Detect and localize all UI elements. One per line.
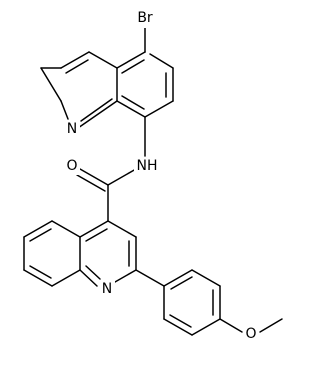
bond	[163, 318, 193, 336]
quinoline-nitrogen-top: N	[64, 120, 80, 138]
bond	[85, 265, 101, 280]
bond	[79, 168, 109, 186]
bond	[40, 67, 62, 102]
bond	[77, 100, 118, 129]
bond	[116, 51, 146, 69]
bond	[79, 269, 98, 287]
bond	[116, 100, 146, 118]
bond	[149, 53, 174, 69]
bond	[121, 59, 145, 74]
bond	[29, 265, 52, 279]
bond	[107, 168, 137, 186]
nitrogen-label: N	[102, 281, 112, 297]
bond	[163, 269, 193, 287]
bond	[88, 51, 118, 69]
oxygen-label: O	[245, 326, 256, 342]
bond	[169, 314, 192, 328]
atom-labels: Br N NH O N O	[64, 8, 259, 343]
bond	[191, 318, 221, 336]
quinoline-nitrogen-bottom: N	[99, 280, 115, 298]
bond	[29, 228, 52, 242]
bond	[76, 174, 106, 192]
bond	[219, 318, 243, 333]
nh-label: NH	[137, 158, 158, 174]
carbonyl-oxygen: O	[64, 157, 80, 175]
bond	[51, 220, 81, 238]
bromine-label: Br	[137, 10, 153, 26]
bond	[135, 269, 165, 287]
bond	[121, 95, 145, 110]
bond	[170, 276, 193, 290]
bond	[191, 269, 221, 287]
nitrogen-label: N	[67, 121, 77, 137]
bond	[65, 59, 89, 74]
bond	[23, 220, 53, 238]
bond	[60, 51, 90, 69]
amide-nitrogen: NH	[134, 157, 160, 175]
bond	[23, 269, 53, 287]
bond	[60, 100, 69, 120]
bond	[259, 318, 283, 333]
bond	[144, 100, 174, 118]
bond	[85, 228, 108, 242]
bond-lines	[23, 27, 283, 336]
bond	[79, 220, 109, 238]
methoxy-oxygen: O	[243, 325, 259, 343]
bromine-atom: Br	[133, 8, 157, 28]
bond	[80, 98, 113, 122]
bond	[51, 269, 81, 287]
bond	[107, 220, 137, 238]
oxygen-label: O	[66, 158, 77, 174]
